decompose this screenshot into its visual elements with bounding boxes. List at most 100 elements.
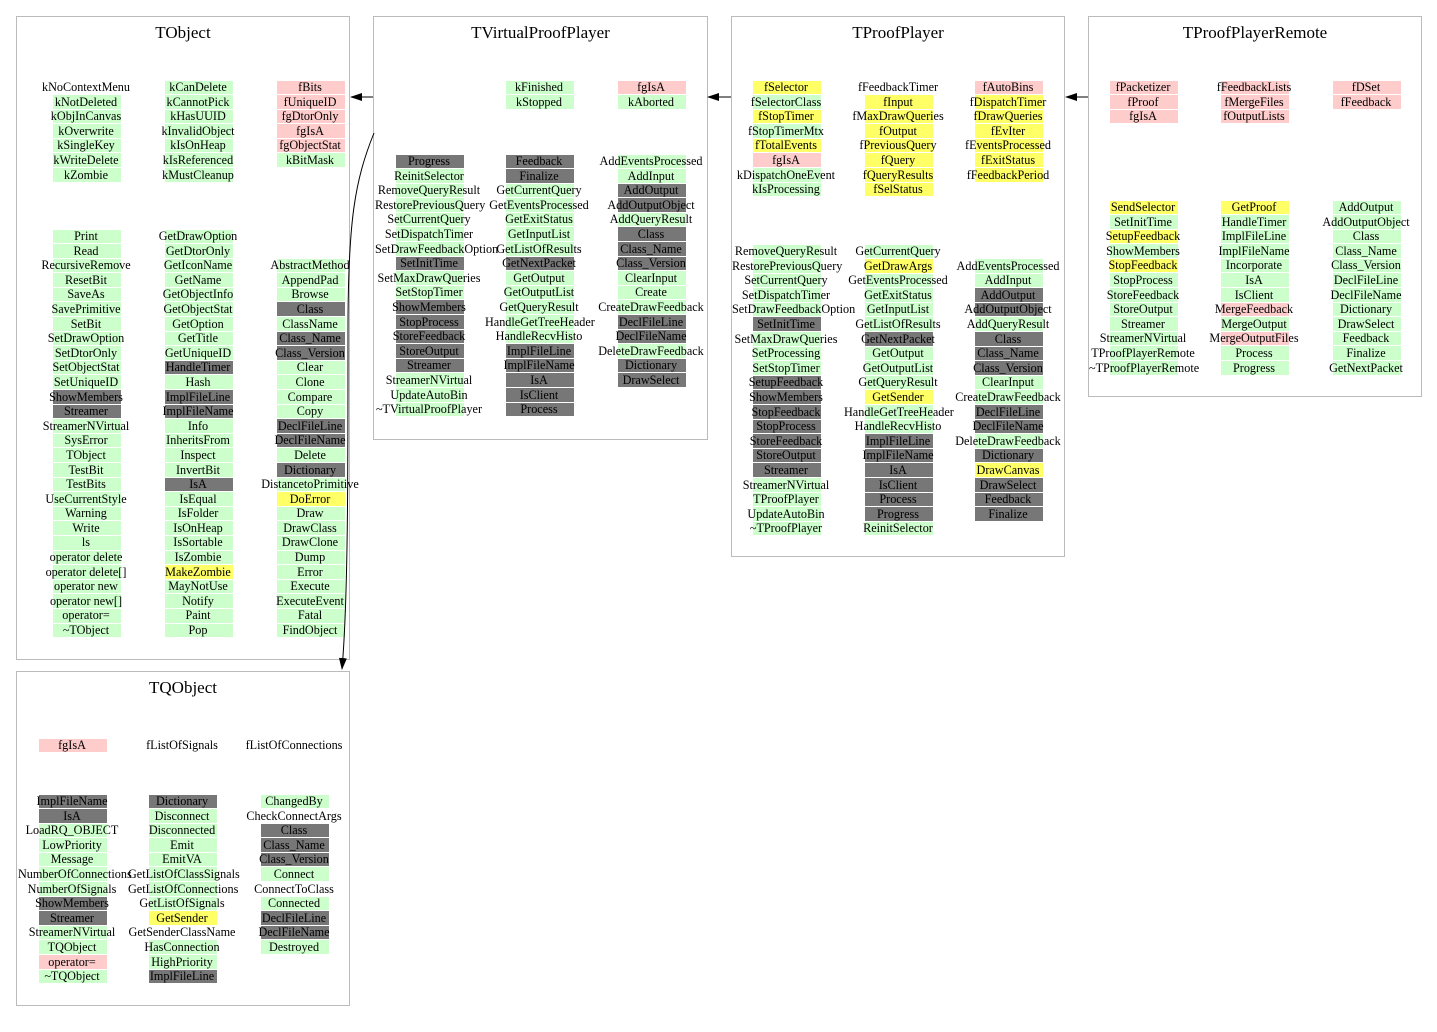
member-label: Copy bbox=[296, 404, 324, 419]
method-item: Message bbox=[18, 852, 126, 867]
method-item: Dictionary bbox=[954, 448, 1062, 463]
data-member-item: fTotalEvents bbox=[732, 138, 840, 153]
member-label: fFeedback bbox=[1340, 94, 1392, 109]
data-member-item: fgIsA bbox=[256, 124, 364, 139]
member-label: DeclFileLine bbox=[618, 314, 684, 329]
method-item: GetListOfConnections bbox=[128, 882, 238, 897]
member-label: RemoveQueryResult bbox=[734, 244, 838, 258]
member-label: HandleTimer bbox=[165, 360, 231, 375]
method-item: Process bbox=[1200, 346, 1308, 361]
member-label: Connected bbox=[267, 896, 321, 911]
member-label: ImplFileName bbox=[162, 404, 234, 419]
method-item: HandleRecvHisto bbox=[485, 329, 593, 344]
member-label: fMaxDrawQueries bbox=[852, 109, 944, 124]
method-item: DrawClass bbox=[256, 521, 364, 536]
method-item: SetBit bbox=[32, 317, 140, 332]
member-label: kIsOnHeap bbox=[170, 138, 226, 153]
member-label: LowPriority bbox=[42, 837, 102, 852]
member-label: fExitStatus bbox=[980, 152, 1036, 167]
member-label: IsClient bbox=[1234, 287, 1274, 302]
method-item: MergeFeedback bbox=[1200, 302, 1308, 317]
member-label: ShowMembers bbox=[392, 299, 466, 314]
data-member-item: fgObjectStat bbox=[256, 138, 364, 153]
method-item: SetDtorOnly bbox=[32, 346, 140, 361]
data-member-item: fQueryResults bbox=[844, 168, 952, 183]
method-item: GetCurrentQuery bbox=[485, 183, 593, 198]
member-label: HandleGetTreeHeader bbox=[844, 404, 954, 419]
data-member-item: fgIsA bbox=[1089, 109, 1197, 124]
member-label: ImplFileLine bbox=[149, 969, 215, 984]
method-item: SetProcessing bbox=[732, 346, 840, 361]
member-label: RecursiveRemove bbox=[41, 258, 131, 273]
method-item: ~TQObject bbox=[18, 969, 126, 984]
member-label: GetTitle bbox=[177, 331, 219, 346]
method-item: Compare bbox=[256, 390, 364, 405]
member-label: UseCurrentStyle bbox=[45, 491, 127, 506]
member-label: TestBits bbox=[66, 477, 106, 492]
data-member-item: fSelStatus bbox=[844, 182, 952, 197]
data-member-item: fListOfConnections bbox=[240, 738, 348, 753]
member-label: AddOutputObject bbox=[1322, 214, 1410, 229]
method-item: HandleRecvHisto bbox=[844, 419, 952, 434]
method-item: GetQueryResult bbox=[844, 375, 952, 390]
member-label: GetInputList bbox=[866, 302, 930, 317]
member-label: operator= bbox=[48, 954, 96, 969]
method-item: GetNextPacket bbox=[485, 256, 593, 271]
member-label: fEventsProcessed bbox=[965, 138, 1051, 153]
member-label: DeclFileName bbox=[972, 419, 1044, 434]
method-item: ReinitSelector bbox=[375, 169, 483, 184]
method-item: GetInputList bbox=[485, 227, 593, 242]
method-item: StoreOutput bbox=[1089, 302, 1197, 317]
method-item: IsA bbox=[485, 373, 593, 388]
method-item: Process bbox=[844, 492, 952, 507]
method-item: AppendPad bbox=[256, 273, 364, 288]
data-member-item: kNotDeleted bbox=[32, 95, 140, 110]
method-item: Class_Name bbox=[954, 346, 1062, 361]
method-item: IsClient bbox=[844, 478, 952, 493]
member-label: Connect bbox=[273, 866, 315, 881]
member-label: Progress bbox=[877, 506, 919, 521]
member-label: Class_Version bbox=[1331, 258, 1401, 273]
member-label: Dictionary bbox=[1339, 302, 1393, 317]
member-label: SetInitTime bbox=[1114, 214, 1172, 229]
member-label: Class_Version bbox=[973, 360, 1043, 375]
data-member-item: fPreviousQuery bbox=[844, 138, 952, 153]
method-item: GetExitStatus bbox=[485, 212, 593, 227]
member-label: ClearInput bbox=[981, 375, 1035, 390]
member-label: AddInput bbox=[627, 168, 675, 183]
method-item: DeclFileLine bbox=[256, 419, 364, 434]
member-label: fInput bbox=[883, 94, 913, 109]
data-member-item: fBits bbox=[256, 80, 364, 95]
class-title: TProofPlayerRemote bbox=[1182, 23, 1328, 42]
method-item: StopFeedback bbox=[732, 405, 840, 420]
method-item: ImplFileName bbox=[144, 404, 252, 419]
member-label: SetStopTimer bbox=[752, 360, 820, 375]
data-member-item: fExitStatus bbox=[954, 153, 1062, 168]
member-label: CreateDrawFeedback bbox=[598, 299, 704, 314]
member-label: HandleRecvHisto bbox=[854, 419, 942, 434]
member-label: fDrawQueries bbox=[973, 109, 1043, 124]
method-item: GetListOfSignals bbox=[128, 896, 236, 911]
member-label: Draw bbox=[296, 506, 324, 521]
method-item: DrawSelect bbox=[954, 478, 1062, 493]
member-label: SavePrimitive bbox=[51, 301, 121, 316]
member-label: kAborted bbox=[627, 94, 675, 109]
method-item: Pop bbox=[144, 623, 252, 638]
method-item: ~TObject bbox=[32, 623, 140, 638]
member-label: Execute bbox=[290, 579, 330, 594]
member-label: SendSelector bbox=[1110, 200, 1176, 214]
method-item: Streamer bbox=[375, 358, 483, 373]
member-label: ImplFileName bbox=[1218, 243, 1290, 258]
method-item: Inspect bbox=[144, 448, 252, 463]
method-item: GetListOfResults bbox=[485, 242, 593, 257]
method-item: AddOutput bbox=[1312, 200, 1420, 215]
method-item: SetupFeedback bbox=[1089, 229, 1197, 244]
member-label: fMergeFiles bbox=[1224, 94, 1284, 109]
member-label: Browse bbox=[291, 287, 329, 302]
member-label: Error bbox=[297, 564, 323, 579]
method-item: GetProof bbox=[1200, 200, 1308, 215]
